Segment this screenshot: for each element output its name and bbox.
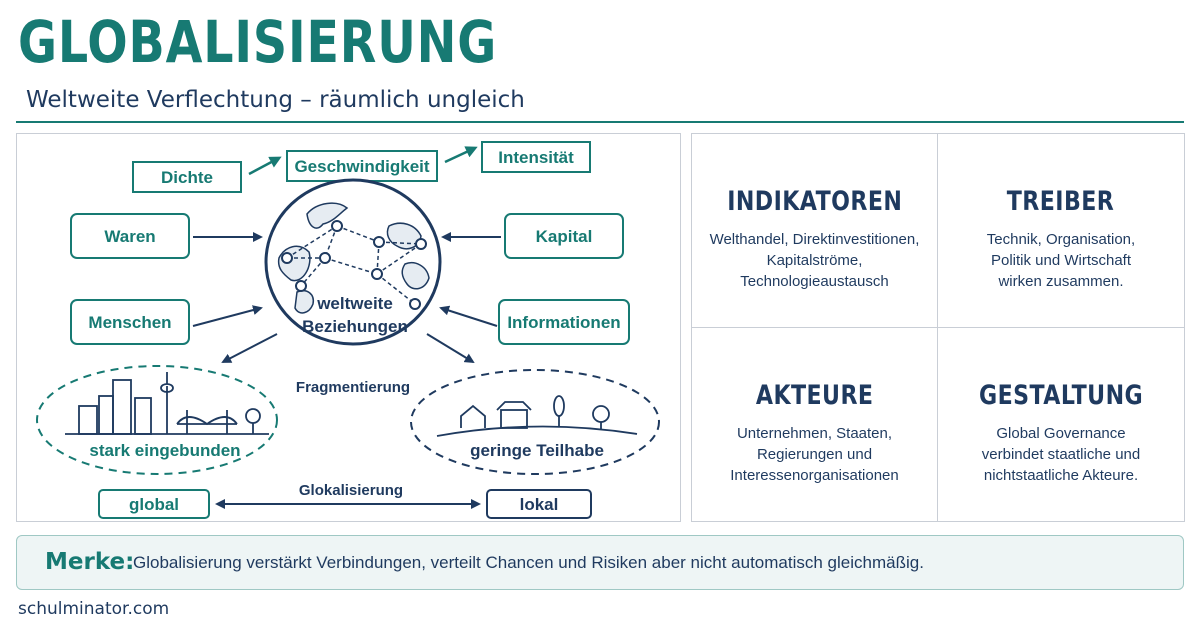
dimension-label: Geschwindigkeit [294, 157, 429, 176]
flow-box-people: Menschen [70, 299, 190, 345]
note-label: Merke: [45, 549, 135, 575]
flow-label: Kapital [536, 227, 593, 246]
scale-box-local: lokal [486, 489, 592, 519]
globe: weltweite Beziehungen [264, 178, 442, 346]
dimension-box-density: Dichte [132, 161, 242, 193]
region-weak: geringe Teilhabe [410, 369, 660, 475]
title-divider [16, 121, 1184, 123]
card-governance: GESTALTUNG Global Governance verbindet s… [938, 328, 1184, 522]
dimension-label: Intensität [498, 148, 574, 167]
card-line: Politik und Wirtschaft [990, 252, 1132, 269]
flow-box-goods: Waren [70, 213, 190, 259]
dimension-arrow [444, 146, 478, 164]
scale-local-label: lokal [520, 495, 559, 514]
glocalization-label: Glokalisierung [299, 482, 403, 499]
globe-label-line-2: Beziehungen [302, 317, 408, 336]
fragmentation-label: Fragmentierung [296, 379, 410, 396]
card-line: verbindet staatliche und [981, 445, 1141, 463]
flow-arrow [439, 305, 498, 327]
card-line: Interessenorganisationen [730, 466, 899, 484]
card-line: nichtstaatliche Akteure. [983, 466, 1139, 484]
scale-box-global: global [98, 489, 210, 519]
concept-grid: INDIKATOREN Welthandel, Direktinvestitio… [691, 133, 1185, 522]
note-text: Globalisierung verstärkt Verbindungen, v… [133, 553, 924, 572]
globalization-diagram-panel: Dichte Geschwindigkeit Intensität Waren … [16, 133, 681, 522]
fragmentation-arrow [426, 333, 475, 364]
card-line: Welthandel, Direktinvestitionen, [709, 231, 920, 248]
footer-site: schulminator.com [18, 599, 170, 619]
card-indicators: INDIKATOREN Welthandel, Direktinvestitio… [692, 134, 938, 328]
card-text: Unternehmen, Staaten, Regierungen und In… [692, 423, 937, 486]
card-line: Global Governance [996, 424, 1126, 442]
region-strong-label: stark eingebunden [89, 441, 240, 460]
dimension-box-speed: Geschwindigkeit [286, 150, 438, 182]
flow-box-information: Informationen [498, 299, 630, 345]
note-box: Merke: Globalisierung verstärkt Verbindu… [16, 535, 1184, 590]
fragmentation-arrow [221, 333, 278, 363]
card-line: wirken zusammen. [998, 273, 1124, 290]
globe-label-line-1: weltweite [316, 294, 393, 313]
card-text: Welthandel, Direktinvestitionen, Kapital… [692, 229, 937, 292]
page-subtitle: Weltweite Verflechtung – räumlich unglei… [26, 87, 525, 113]
flow-label: Menschen [88, 313, 171, 332]
card-title: GESTALTUNG [978, 379, 1144, 411]
region-weak-label: geringe Teilhabe [470, 441, 604, 460]
card-line: Unternehmen, Staaten, [736, 424, 893, 442]
card-text: Global Governance verbindet staatliche u… [938, 423, 1184, 486]
card-title: AKTEURE [755, 379, 874, 411]
flow-label: Informationen [507, 313, 620, 332]
card-title: TREIBER [1007, 186, 1115, 217]
flow-label: Waren [104, 227, 155, 246]
dimension-box-intensity: Intensität [481, 141, 591, 173]
region-strong: stark eingebunden [36, 365, 278, 475]
flow-box-capital: Kapital [504, 213, 624, 259]
card-line: Kapitalströme, Technologieaustausch [740, 252, 889, 290]
dimension-arrow [248, 156, 282, 176]
page-title: GLOBALISIERUNG [18, 8, 498, 76]
card-title: INDIKATOREN [726, 186, 903, 217]
card-actors: AKTEURE Unternehmen, Staaten, Regierunge… [692, 327, 938, 521]
card-drivers: TREIBER Technik, Organisation, Politik u… [938, 134, 1184, 328]
card-line: Regierungen und [756, 445, 873, 463]
village-icon [436, 395, 638, 437]
card-line: Technik, Organisation, [986, 231, 1136, 248]
globalization-diagram: Dichte Geschwindigkeit Intensität Waren … [36, 141, 660, 519]
card-text: Technik, Organisation, Politik und Wirts… [938, 229, 1184, 292]
flow-arrow [192, 305, 263, 327]
dimension-label: Dichte [161, 168, 213, 187]
city-skyline-icon [65, 372, 269, 435]
scale-global-label: global [129, 495, 179, 514]
